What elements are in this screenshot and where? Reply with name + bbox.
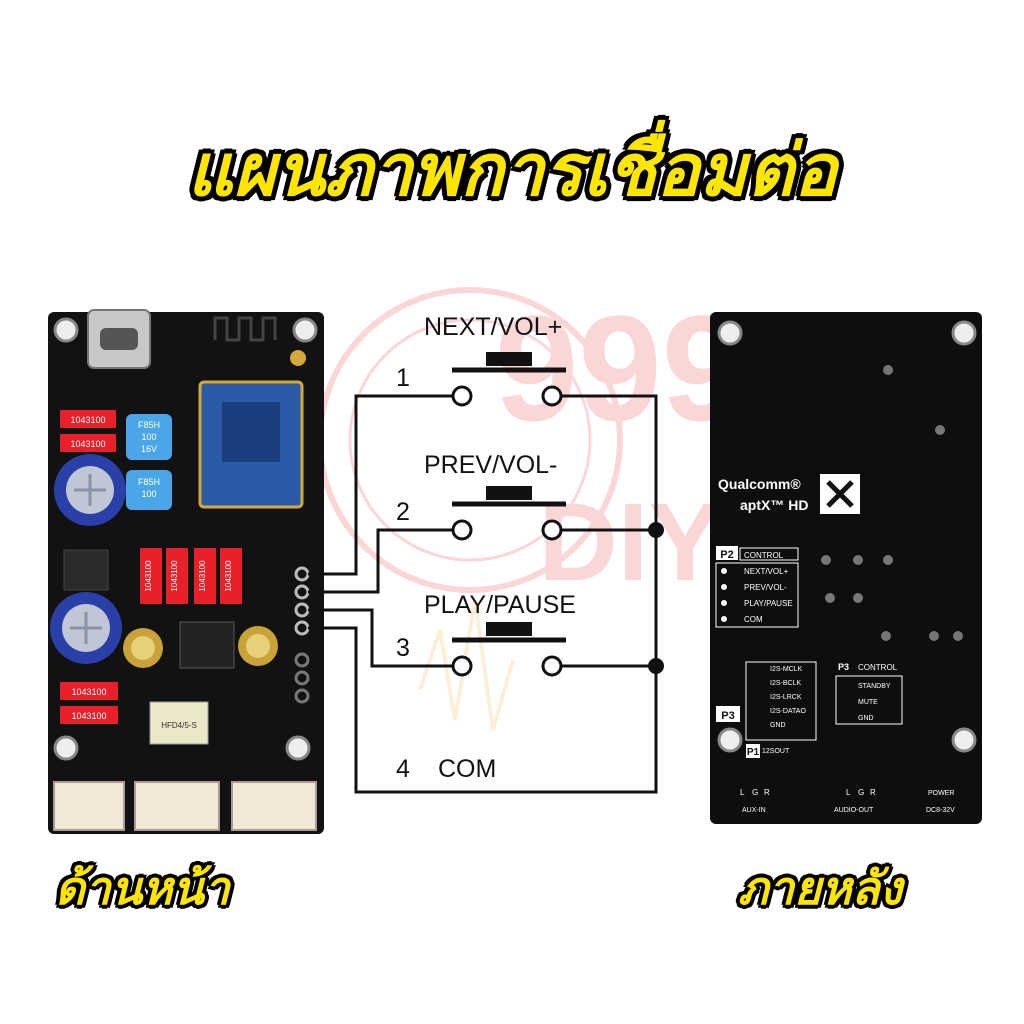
junction-dot — [648, 522, 664, 538]
svg-text:1043100: 1043100 — [170, 560, 179, 592]
svg-text:1043100: 1043100 — [71, 687, 106, 697]
resistor: 1043100 — [60, 682, 118, 700]
capacitor-small: F85H 100 — [126, 470, 172, 510]
svg-text:16V: 16V — [141, 444, 157, 454]
switch-1 — [451, 352, 566, 407]
pcb-antenna — [213, 316, 277, 342]
voltage-regulator — [63, 549, 109, 591]
resistor: 1043100 — [60, 706, 118, 724]
svg-text:PREV/VOL-: PREV/VOL- — [744, 583, 787, 592]
brand-text: Qualcomm® — [718, 476, 801, 492]
svg-text:I2S-DATAO: I2S-DATAO — [770, 708, 806, 715]
watermark-sub: DIY — [538, 481, 721, 604]
svg-text:1043100: 1043100 — [144, 560, 153, 592]
p3-header: CONTROL — [858, 663, 898, 672]
diagram-title: แผนภาพการเชื่อมต่อ — [186, 128, 838, 212]
svg-text:L: L — [846, 788, 851, 797]
resistor: 1043100 — [194, 548, 216, 604]
svg-text:GND: GND — [770, 722, 786, 729]
p3-tag: P3 — [838, 662, 849, 672]
jst-connector — [231, 781, 317, 831]
svg-text:G: G — [752, 788, 758, 797]
switch-2-number: 2 — [396, 498, 410, 526]
p3-side-tag: P3 — [721, 710, 734, 722]
wiring — [308, 394, 658, 794]
svg-text:F85H: F85H — [138, 420, 160, 430]
relay: HFD4/5-S — [149, 701, 209, 745]
svg-text:NEXT/VOL+: NEXT/VOL+ — [744, 567, 789, 576]
resistor: 1043100 — [140, 548, 162, 604]
dac-chip — [179, 621, 235, 669]
resistor: 1043100 — [220, 548, 242, 604]
resistor: 1043100 — [166, 548, 188, 604]
p2-rows: NEXT/VOL+ PREV/VOL- PLAY/PAUSE COM — [715, 562, 799, 628]
switch-1-label: NEXT/VOL+ — [424, 313, 562, 341]
audio-out-label: AUDIO-OUT — [834, 807, 874, 814]
svg-text:100: 100 — [141, 432, 156, 442]
resistor: 1043100 — [60, 410, 116, 428]
svg-text:MUTE: MUTE — [858, 699, 878, 706]
svg-text:PLAY/PAUSE: PLAY/PAUSE — [744, 599, 793, 608]
brand-sub-text: aptX™ HD — [740, 497, 808, 513]
svg-text:1043100: 1043100 — [70, 415, 105, 425]
switch-3 — [451, 622, 566, 677]
p2-tag: P2 — [720, 549, 733, 561]
caption-back: ภายหลัง — [738, 861, 903, 915]
svg-text:R: R — [764, 788, 770, 797]
capacitor-large — [54, 454, 126, 526]
mount-hole — [951, 320, 977, 346]
svg-text:GND: GND — [858, 715, 874, 722]
aux-in-label: AUX-IN — [742, 807, 766, 814]
svg-text:12SOUT: 12SOUT — [762, 748, 790, 755]
caption-front: ด้านหน้า — [55, 861, 230, 915]
mount-hole — [717, 320, 743, 346]
svg-text:STANDBY: STANDBY — [858, 683, 891, 690]
svg-text:POWER: POWER — [928, 790, 954, 797]
front-board: 1043100 1043100 F85H 100 16V F85H 100 — [48, 309, 324, 834]
svg-text:I2S-LRCK: I2S-LRCK — [770, 694, 802, 701]
antenna-connector — [290, 350, 306, 366]
power-label: DC8-32V — [926, 807, 955, 814]
capacitor-large — [50, 592, 122, 664]
svg-text:G: G — [858, 788, 864, 797]
svg-text:1043100: 1043100 — [70, 439, 105, 449]
svg-text:L: L — [740, 788, 745, 797]
mount-hole — [292, 317, 318, 343]
switch-1-number: 1 — [396, 364, 410, 392]
switch-2 — [451, 486, 566, 541]
svg-text:I2S-MCLK: I2S-MCLK — [770, 666, 803, 673]
mount-hole — [951, 727, 977, 753]
svg-text:I2S-BCLK: I2S-BCLK — [770, 680, 801, 687]
watermark: 999 DIY — [317, 284, 745, 731]
mount-hole — [285, 735, 311, 761]
mount-hole — [53, 317, 79, 343]
svg-text:R: R — [870, 788, 876, 797]
svg-text:COM: COM — [744, 615, 763, 624]
mount-hole — [53, 735, 79, 761]
p1-tag: P1 — [747, 747, 760, 758]
com-number: 4 — [396, 755, 410, 783]
junction-dot — [648, 658, 664, 674]
svg-text:1043100: 1043100 — [198, 560, 207, 592]
mount-hole — [717, 727, 743, 753]
com-label: COM — [438, 755, 496, 783]
p2-header: CONTROL — [744, 551, 784, 560]
switch-3-label: PLAY/PAUSE — [424, 591, 576, 619]
svg-text:HFD4/5-S: HFD4/5-S — [161, 721, 197, 730]
back-board: Qualcomm® aptX™ HD P2 CONTROL NEXT/VOL+ … — [710, 312, 982, 824]
svg-text:F85H: F85H — [138, 477, 160, 487]
switch-2-label: PREV/VOL- — [424, 451, 557, 479]
jst-connector — [53, 781, 125, 831]
svg-text:1043100: 1043100 — [224, 560, 233, 592]
svg-text:1043100: 1043100 — [71, 711, 106, 721]
svg-text:100: 100 — [141, 489, 156, 499]
jst-connector — [134, 781, 220, 831]
switch-3-number: 3 — [396, 634, 410, 662]
capacitor-small: F85H 100 16V — [126, 414, 172, 460]
resistor: 1043100 — [60, 434, 116, 452]
